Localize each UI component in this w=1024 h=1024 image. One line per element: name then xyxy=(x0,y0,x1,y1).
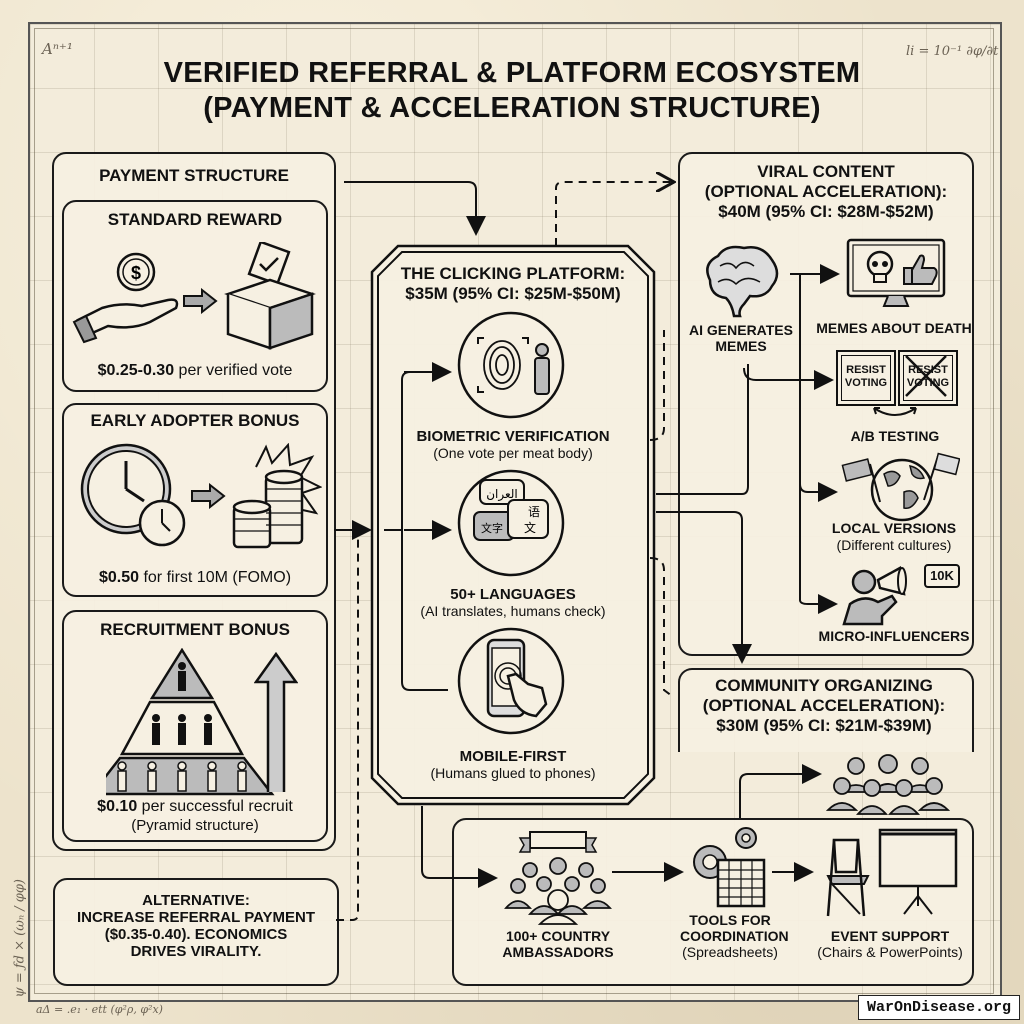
alternative-line-3: ($0.35-0.40). ECONOMICS xyxy=(104,926,288,943)
arrow-up-icon xyxy=(254,652,298,792)
cjk-glyph-3: 文 xyxy=(524,520,536,535)
math-top-left: Aⁿ⁺¹ xyxy=(42,40,73,58)
standard-reward-amount: $0.25-0.30 xyxy=(97,362,175,379)
languages-sub: (AI translates, humans check) xyxy=(420,603,606,619)
math-left-vertical: ψ = ƒd × (ωₙ / φφ) xyxy=(12,878,28,998)
early-adopter-caption: $0.50 for first 10M (FOMO) xyxy=(64,569,326,586)
early-adopter-amount: $0.50 xyxy=(98,569,140,586)
cjk-glyph-1: 文字 xyxy=(481,521,503,535)
ambassadors-label: 100+ COUNTRY AMBASSADORS xyxy=(478,928,638,960)
recruitment-bonus-amount: $0.10 xyxy=(97,798,138,815)
payment-structure-header: PAYMENT STRUCTURE xyxy=(99,166,289,185)
globe-flags-icon xyxy=(841,452,960,522)
ab-card-a-line-2: VOTING xyxy=(844,377,888,389)
pyramid-people-icon xyxy=(106,648,275,796)
ai-label-line-1: AI GENERATES xyxy=(689,322,793,338)
svg-text:$: $ xyxy=(131,263,141,283)
clock-icon xyxy=(80,443,186,547)
standard-reward-header: STANDARD REWARD xyxy=(107,210,283,229)
alternative-text: ALTERNATIVE: INCREASE REFERRAL PAYMENT (… xyxy=(55,892,337,960)
memes-about-death-label: MEMES ABOUT DEATH xyxy=(816,320,972,336)
event-support-sub: (Chairs & PowerPoints) xyxy=(817,944,963,960)
ab-testing-label: A/B TESTING xyxy=(850,428,940,444)
recruitment-bonus-text: per successful recruit xyxy=(137,798,293,815)
recruitment-bonus-card: RECRUITMENT BONUS $0.10 per successful r… xyxy=(62,610,328,842)
standard-reward-text: per verified vote xyxy=(174,362,293,379)
early-adopter-text: for first 10M (FOMO) xyxy=(139,569,292,586)
early-adopter-header: EARLY ADOPTER BONUS xyxy=(90,411,300,430)
viral-header-1: VIRAL CONTENT xyxy=(757,162,895,181)
community-header-1: COMMUNITY ORGANIZING xyxy=(715,676,933,695)
event-support-label: EVENT SUPPORT xyxy=(830,928,950,944)
community-budget: $30M (95% CI: $21M-$39M) xyxy=(716,716,932,735)
languages-icon: العران 文字 语 文 xyxy=(457,469,565,577)
math-bottom-left: aΔ = .e₁ · ett (φ²ρ, φ²x) xyxy=(36,1003,163,1016)
alternative-line-4: DRIVES VIRALITY. xyxy=(130,943,262,960)
arrow-right-icon xyxy=(183,288,218,314)
mobile-first-sub: (Humans glued to phones) xyxy=(430,765,596,781)
fingerprint-icon xyxy=(457,311,565,419)
tools-line-2: COORDINATION xyxy=(680,928,789,944)
follower-badge: 10K xyxy=(924,564,960,588)
tools-line-1: TOOLS FOR xyxy=(689,912,771,928)
viral-header-2: (OPTIONAL ACCELERATION): xyxy=(704,182,948,201)
community-header: COMMUNITY ORGANIZING (OPTIONAL ACCELERAT… xyxy=(678,676,970,736)
alternative-line-2: INCREASE REFERRAL PAYMENT xyxy=(76,909,316,926)
platform-budget: $35M (95% CI: $25M-$50M) xyxy=(405,284,621,303)
math-top-right: li = 10⁻¹ ∂φ/∂t xyxy=(906,44,999,59)
cross-out-icon xyxy=(905,355,947,397)
platform-header: THE CLICKING PLATFORM: $35M (95% CI: $25… xyxy=(378,264,648,304)
community-header-2: (OPTIONAL ACCELERATION): xyxy=(702,696,946,715)
ambassadors-line-1: 100+ COUNTRY xyxy=(505,928,611,944)
arrow-right-icon xyxy=(191,483,226,509)
viral-budget: $40M (95% CI: $28M-$52M) xyxy=(718,202,934,221)
coin-stacks-icon xyxy=(232,443,322,549)
mobile-first-title: MOBILE-FIRST xyxy=(459,748,567,765)
ai-label-line-2: MEMES xyxy=(715,338,767,354)
recruitment-bonus-sub: (Pyramid structure) xyxy=(131,817,259,834)
ballot-box-icon xyxy=(224,242,316,350)
early-adopter-card: EARLY ADOPTER BONUS $0.50 for first 10M … xyxy=(62,403,328,597)
alternative-line-1: ALTERNATIVE: xyxy=(142,892,250,909)
megaphone-person-icon xyxy=(842,566,907,626)
languages-title: 50+ LANGUAGES xyxy=(450,586,576,603)
platform-title: THE CLICKING PLATFORM: xyxy=(400,264,626,283)
phone-tap-icon xyxy=(457,627,565,735)
gears-spreadsheet-icon xyxy=(693,827,766,908)
crowd-banner-icon xyxy=(504,831,612,925)
local-versions-sub: (Different cultures) xyxy=(836,537,952,553)
arabic-glyph: العران xyxy=(486,487,518,502)
watermark: WarOnDisease.org xyxy=(857,995,1020,1020)
chair-projector-icon xyxy=(826,828,958,917)
ai-generates-memes-label: AI GENERATES MEMES xyxy=(686,322,796,354)
standard-reward-caption: $0.25-0.30 per verified vote xyxy=(64,362,326,379)
recruitment-bonus-caption: $0.10 per successful recruit xyxy=(64,798,326,815)
cjk-glyph-2: 语 xyxy=(528,505,540,519)
ambassadors-line-2: AMBASSADORS xyxy=(502,944,614,960)
biometric-sub: (One vote per meat body) xyxy=(433,445,593,461)
local-versions-label: LOCAL VERSIONS xyxy=(831,520,957,536)
title-line-2: (PAYMENT & ACCELERATION STRUCTURE) xyxy=(203,92,821,124)
tools-sub: (Spreadsheets) xyxy=(682,944,778,960)
title-line-1: VERIFIED REFERRAL & PLATFORM ECOSYSTEM xyxy=(163,57,861,89)
micro-influencers-label: MICRO-INFLUENCERS xyxy=(818,628,970,644)
community-organizing-panel xyxy=(678,668,974,752)
ab-card-a-line-1: RESIST xyxy=(846,364,886,376)
page-title: VERIFIED REFERRAL & PLATFORM ECOSYSTEM (… xyxy=(0,56,1024,126)
crowd-icon xyxy=(826,754,950,815)
hand-with-coin-icon: $ xyxy=(72,252,179,344)
tools-label: TOOLS FOR COORDINATION xyxy=(680,912,789,944)
alternative-box: ALTERNATIVE: INCREASE REFERRAL PAYMENT (… xyxy=(53,878,339,986)
swap-arrows-icon xyxy=(873,407,917,416)
biometric-title: BIOMETRIC VERIFICATION xyxy=(416,428,610,445)
recruitment-bonus-header: RECRUITMENT BONUS xyxy=(100,620,290,639)
brain-icon xyxy=(706,245,779,318)
monitor-skull-icon xyxy=(846,238,946,307)
standard-reward-card: STANDARD REWARD $ $0.25-0.30 per verifie… xyxy=(62,200,328,392)
